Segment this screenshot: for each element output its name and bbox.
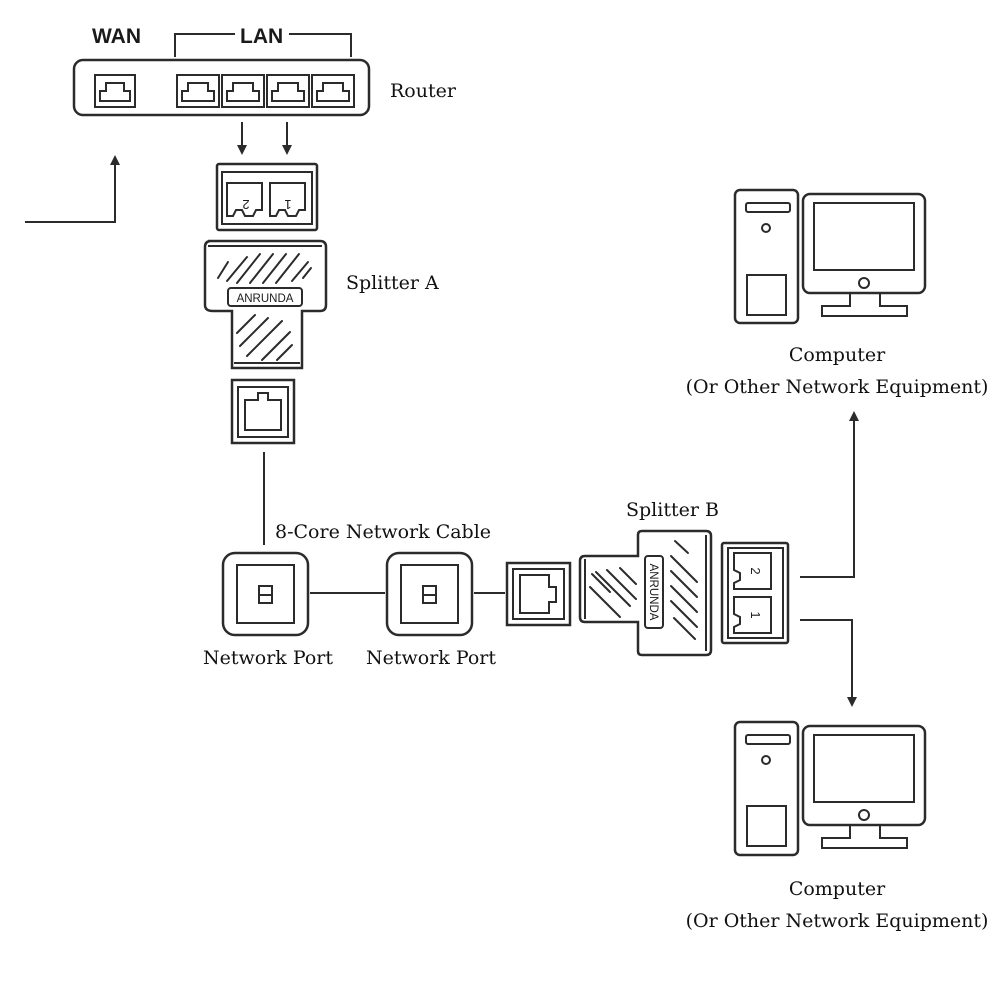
router-lan-port-4 bbox=[311, 74, 355, 108]
router-label: Router bbox=[390, 80, 457, 102]
computer-2: Computer (Or Other Network Equipment) bbox=[686, 720, 989, 932]
splitter-a-label: Splitter A bbox=[346, 272, 439, 294]
splitter-a-vents-bottom bbox=[236, 314, 293, 361]
splitter-b-input-plug bbox=[505, 561, 572, 627]
computer-1-sublabel: (Or Other Network Equipment) bbox=[686, 376, 989, 398]
splitter-a: 2 1 ANRUNDA bbox=[203, 162, 439, 370]
network-port-2-label: Network Port bbox=[366, 647, 496, 669]
splitter-a-brand: ANRUNDA bbox=[237, 293, 294, 305]
network-port-2: Network Port bbox=[366, 551, 496, 669]
splitter-b-brand: ANRUNDA bbox=[647, 564, 659, 621]
splitter-a-brand-plate bbox=[227, 287, 303, 307]
splitter-b-vents-left bbox=[589, 567, 637, 618]
computer-2-sublabel: (Or Other Network Equipment) bbox=[686, 910, 989, 932]
lan-label: LAN bbox=[240, 25, 283, 48]
splitter-b-port-2: 2 bbox=[733, 552, 772, 590]
computer-2-label: Computer bbox=[789, 878, 886, 900]
computer-2-monitor bbox=[801, 724, 927, 849]
splitter-a-body bbox=[203, 239, 328, 370]
computer-1-monitor bbox=[801, 192, 927, 317]
router-wan-port bbox=[94, 74, 136, 108]
router-lan-port-3 bbox=[266, 74, 310, 108]
lan-bracket-left bbox=[174, 33, 235, 57]
network-port-1-label: Network Port bbox=[203, 647, 333, 669]
splitter-b-port-2-label: 2 bbox=[748, 567, 763, 574]
splitter-b-brand-plate bbox=[644, 555, 664, 629]
splitter-b-body bbox=[578, 529, 713, 657]
lan-bracket-right bbox=[289, 33, 352, 57]
computer-1-label: Computer bbox=[789, 344, 886, 366]
network-port-1: Network Port bbox=[203, 551, 333, 669]
splitter-a-port-1-label: 1 bbox=[284, 197, 291, 212]
output-arrow-down bbox=[800, 619, 857, 707]
splitter-b-vents-right bbox=[670, 540, 698, 640]
splitter-b-label: Splitter B bbox=[626, 499, 719, 521]
splitter-a-port-2: 2 bbox=[226, 182, 263, 217]
router-lan-port-2 bbox=[221, 74, 265, 108]
splitter-a-port-2-label: 2 bbox=[242, 197, 249, 212]
computer-1-tower bbox=[733, 188, 800, 325]
splitter-b: ANRUNDA 2 1 Splitter B bbox=[505, 499, 790, 657]
splitter-a-vents-top bbox=[217, 253, 312, 284]
splitter-b-port-1-label: 1 bbox=[748, 611, 763, 618]
router-lan-port-1 bbox=[176, 74, 220, 108]
splitter-a-dual-port: 2 1 bbox=[215, 162, 319, 232]
output-arrow-up bbox=[800, 411, 859, 578]
wan-input-arrow bbox=[25, 155, 120, 223]
router-body bbox=[72, 58, 371, 117]
splitter-b-port-1: 1 bbox=[733, 596, 772, 634]
splitter-a-port-1: 1 bbox=[269, 182, 306, 217]
wan-label: WAN bbox=[92, 25, 141, 48]
computer-1: Computer (Or Other Network Equipment) bbox=[686, 188, 989, 398]
cable-label: 8-Core Network Cable bbox=[275, 521, 491, 543]
splitter-a-output-plug bbox=[230, 378, 296, 445]
router: WAN LAN Router bbox=[72, 25, 457, 117]
splitter-b-dual-port: 2 1 bbox=[720, 541, 790, 645]
computer-2-tower bbox=[733, 720, 800, 857]
